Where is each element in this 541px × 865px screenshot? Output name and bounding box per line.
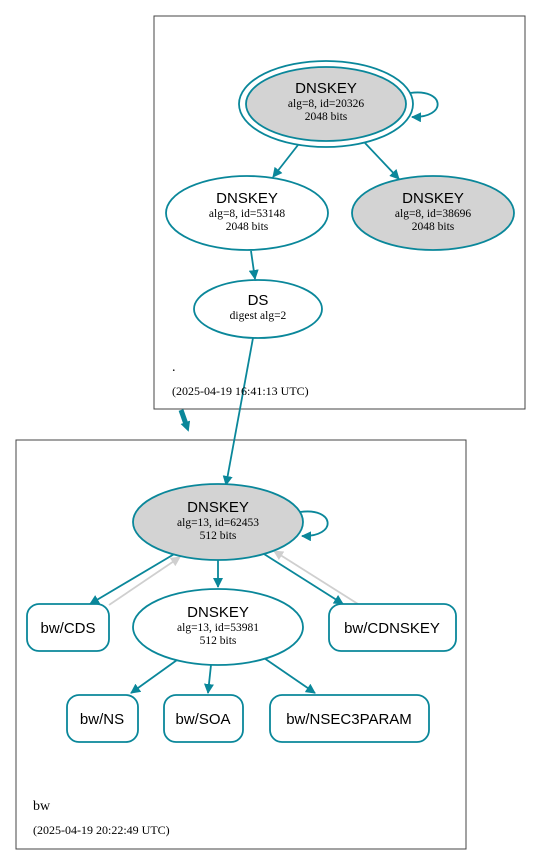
edge-cds-to-bw-ksk xyxy=(108,556,181,606)
node-bw-ns-label: bw/NS xyxy=(80,711,124,728)
edge-cdnskey-to-bw-ksk xyxy=(273,550,359,605)
edge-bw-zsk-to-ns xyxy=(130,659,178,694)
edge-bw-zsk-to-nsec3param xyxy=(263,657,316,694)
node-bw-cdnskey-label: bw/CDNSKEY xyxy=(344,620,440,637)
node-root-zsk1-alg: alg=8, id=53148 xyxy=(209,208,285,220)
node-root-zsk1[interactable]: DNSKEY alg=8, id=53148 2048 bits xyxy=(165,175,329,251)
zone-delegation-arrow xyxy=(178,409,191,432)
edge-ds-to-bw-ksk xyxy=(222,337,254,486)
node-root-zsk1-bits: 2048 bits xyxy=(226,221,269,233)
edge-bw-ksk-to-cds xyxy=(89,552,177,605)
node-ds-title: DS xyxy=(248,292,269,309)
edge-bw-ksk-self xyxy=(299,510,329,542)
edge-root-ksk-self xyxy=(409,91,439,123)
node-bw-soa[interactable]: bw/SOA xyxy=(163,694,244,743)
node-root-zsk2[interactable]: DNSKEY alg=8, id=38696 2048 bits xyxy=(351,175,515,251)
node-bw-ksk-bits: 512 bits xyxy=(200,530,237,542)
zone-bw-name: bw xyxy=(33,799,51,814)
edge-root-ksk-to-zsk2 xyxy=(364,142,400,180)
node-bw-zsk-alg: alg=13, id=53981 xyxy=(177,622,259,634)
node-bw-cds[interactable]: bw/CDS xyxy=(26,603,110,652)
node-ds-digest: digest alg=2 xyxy=(230,310,287,322)
node-root-ksk-bits: 2048 bits xyxy=(305,111,348,123)
node-root-zsk2-alg: alg=8, id=38696 xyxy=(395,208,471,220)
edge-zsk1-to-ds xyxy=(248,250,259,280)
node-root-ksk[interactable]: DNSKEY alg=8, id=20326 2048 bits xyxy=(238,60,414,148)
node-root-zsk2-bits: 2048 bits xyxy=(412,221,455,233)
node-bw-nsec3param[interactable]: bw/NSEC3PARAM xyxy=(269,694,430,743)
node-bw-ksk[interactable]: DNSKEY alg=13, id=62453 512 bits xyxy=(132,483,304,561)
zone-bw-timestamp: (2025-04-19 20:22:49 UTC) xyxy=(33,823,170,837)
edge-root-ksk-to-zsk1 xyxy=(272,144,299,178)
node-bw-zsk-title: DNSKEY xyxy=(187,604,249,621)
node-bw-ns[interactable]: bw/NS xyxy=(66,694,139,743)
zone-root-timestamp: (2025-04-19 16:41:13 UTC) xyxy=(172,384,309,398)
node-bw-ksk-alg: alg=13, id=62453 xyxy=(177,517,259,529)
edge-bw-zsk-to-soa xyxy=(203,664,214,694)
node-ds[interactable]: DS digest alg=2 xyxy=(193,279,323,339)
node-bw-cdnskey[interactable]: bw/CDNSKEY xyxy=(328,603,457,652)
node-bw-cds-label: bw/CDS xyxy=(40,620,95,637)
zone-root-name: . xyxy=(172,360,176,375)
node-root-ksk-alg: alg=8, id=20326 xyxy=(288,98,364,110)
node-bw-ksk-title: DNSKEY xyxy=(187,499,249,516)
node-bw-soa-label: bw/SOA xyxy=(175,711,230,728)
node-bw-zsk[interactable]: DNSKEY alg=13, id=53981 512 bits xyxy=(132,588,304,666)
node-bw-nsec3param-label: bw/NSEC3PARAM xyxy=(286,711,412,728)
edge-bw-ksk-to-cdnskey xyxy=(263,553,344,605)
node-root-ksk-title: DNSKEY xyxy=(295,80,357,97)
node-root-zsk1-title: DNSKEY xyxy=(216,190,278,207)
node-bw-zsk-bits: 512 bits xyxy=(200,635,237,647)
node-root-zsk2-title: DNSKEY xyxy=(402,190,464,207)
